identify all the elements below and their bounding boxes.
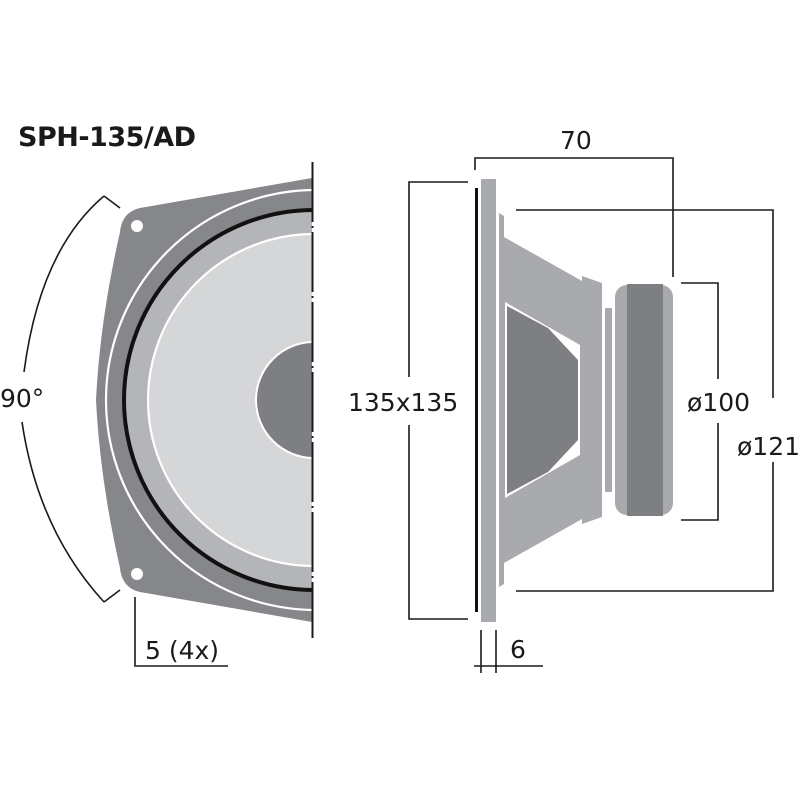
cone-cavity: [507, 306, 578, 494]
angle-arc: [23, 195, 105, 373]
model-title: SPH-135/AD: [18, 122, 196, 153]
frame-size-label: 135x135: [348, 388, 459, 417]
cone-edge-line: [146, 232, 312, 568]
frame-edge-line: [104, 188, 312, 612]
magnet-dimension-line: [681, 282, 719, 379]
angle-label: 90°: [0, 384, 45, 413]
depth-label: 70: [560, 126, 592, 155]
frame-dimension-line: [408, 181, 468, 377]
cutout-diameter-label: ø121: [737, 432, 800, 461]
cutout-dimension-line: [516, 209, 774, 398]
flange: [481, 179, 496, 622]
dust-cap: [256, 342, 312, 458]
surround-edge: [122, 208, 312, 592]
side-dimensions: [408, 157, 774, 673]
hole-dimension-leader: [134, 597, 228, 667]
flange-thickness-label: 6: [510, 635, 526, 664]
hole-size-label: 5 (4x): [145, 636, 220, 665]
magnet-diameter-label: ø100: [687, 388, 751, 417]
voice-coil: [605, 308, 612, 492]
depth-dimension-line: [474, 157, 674, 277]
mount-hole-bottom: [131, 568, 143, 580]
gasket: [475, 188, 478, 612]
magnet: [627, 284, 663, 516]
front-view: [96, 178, 312, 622]
cone: [148, 234, 312, 566]
mount-hole-top: [131, 220, 143, 232]
side-view: [475, 179, 673, 622]
